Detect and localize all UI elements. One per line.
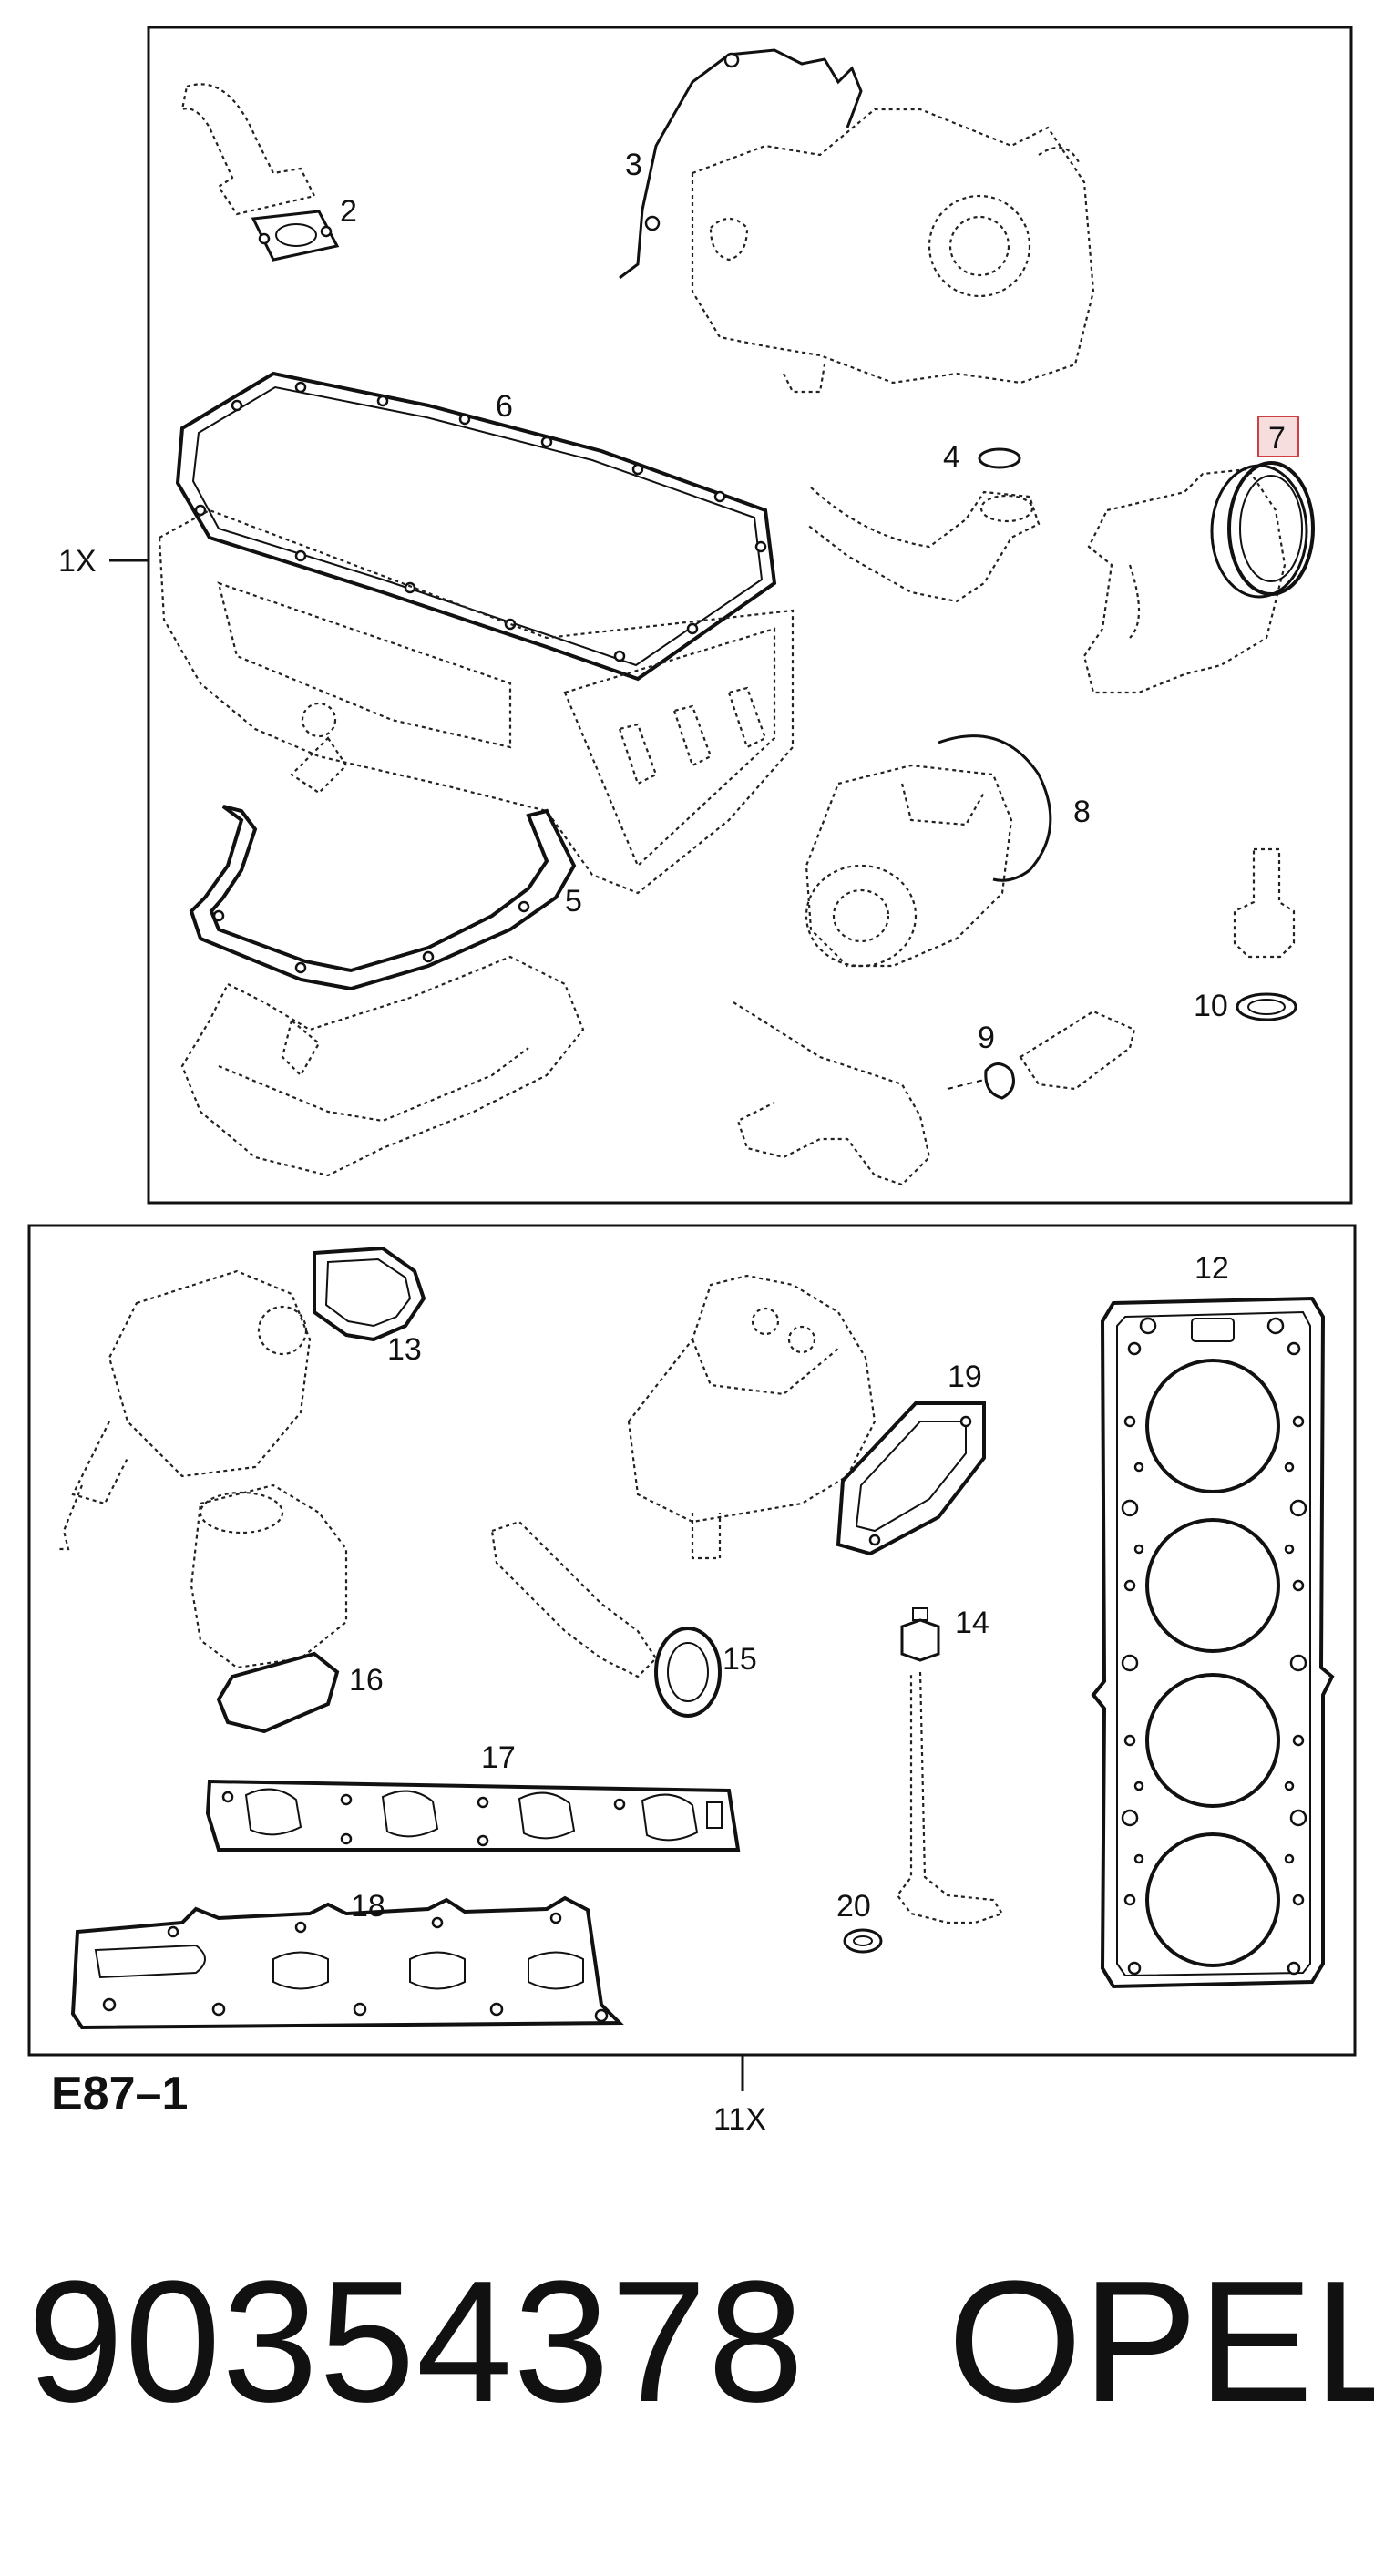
callout-2: 2 (340, 194, 357, 229)
callout-8: 8 (1073, 795, 1091, 829)
part-4-oil-pickup (805, 447, 1041, 603)
part-17-intake-gasket (205, 1779, 741, 1852)
upper-kit-frame (147, 26, 1353, 1205)
part-18-exhaust-gasket (70, 1895, 624, 2030)
callout-5: 5 (565, 884, 582, 919)
callout-9: 9 (978, 1021, 995, 1055)
part-5-lower-pan-gasket (189, 805, 577, 991)
lower-kit-label: 11X (713, 2102, 766, 2137)
part-8-water-pump (805, 734, 1052, 968)
diagram-code: E87–1 (51, 2068, 189, 2120)
part-20-washer (843, 1928, 883, 1954)
thermostat-housing (59, 1269, 312, 1551)
callout-7-highlight-box (1257, 416, 1299, 457)
part-13-thermostat-gasket (313, 1246, 426, 1342)
callout-17: 17 (481, 1740, 516, 1775)
part-number: 90354378 (27, 2245, 805, 2438)
cylinder-head-section (627, 1274, 877, 1560)
callout-18: 18 (351, 1889, 385, 1924)
lower-kit-frame (27, 1224, 1357, 2057)
callout-15: 15 (723, 1642, 757, 1677)
part-12-head-gasket (1091, 1296, 1335, 1989)
part-9-sensor-washer (733, 1001, 1136, 1186)
callout-14: 14 (955, 1606, 989, 1640)
part-6-oil-pan-gasket (175, 371, 777, 682)
brand-name: OPEL (948, 2245, 1374, 2438)
callout-10: 10 (1194, 989, 1228, 1023)
callout-7: 7 (1268, 421, 1286, 456)
part-15-camshaft-seal (490, 1520, 722, 1718)
part-19-cover-gasket (836, 1401, 986, 1556)
callout-20: 20 (836, 1889, 871, 1924)
callout-19: 19 (948, 1360, 982, 1394)
upper-kit-label: 1X (58, 544, 97, 579)
callout-12: 12 (1195, 1251, 1229, 1286)
callout-4: 4 (943, 440, 960, 475)
lower-oil-pan (180, 955, 585, 1177)
part-3-front-cover (619, 48, 1095, 394)
upper-oil-pan (158, 508, 795, 895)
callout-16: 16 (349, 1663, 384, 1698)
callout-6: 6 (496, 389, 513, 424)
part-7-crankshaft-seal (1082, 461, 1315, 694)
part-16-housing-gasket (190, 1483, 348, 1734)
part-10-stud-washer (1233, 847, 1297, 1021)
part-2-pipe-flange (180, 83, 340, 262)
part-14-valve-seal (896, 1607, 1004, 1924)
callout-13: 13 (387, 1332, 422, 1367)
callout-3: 3 (625, 148, 642, 182)
